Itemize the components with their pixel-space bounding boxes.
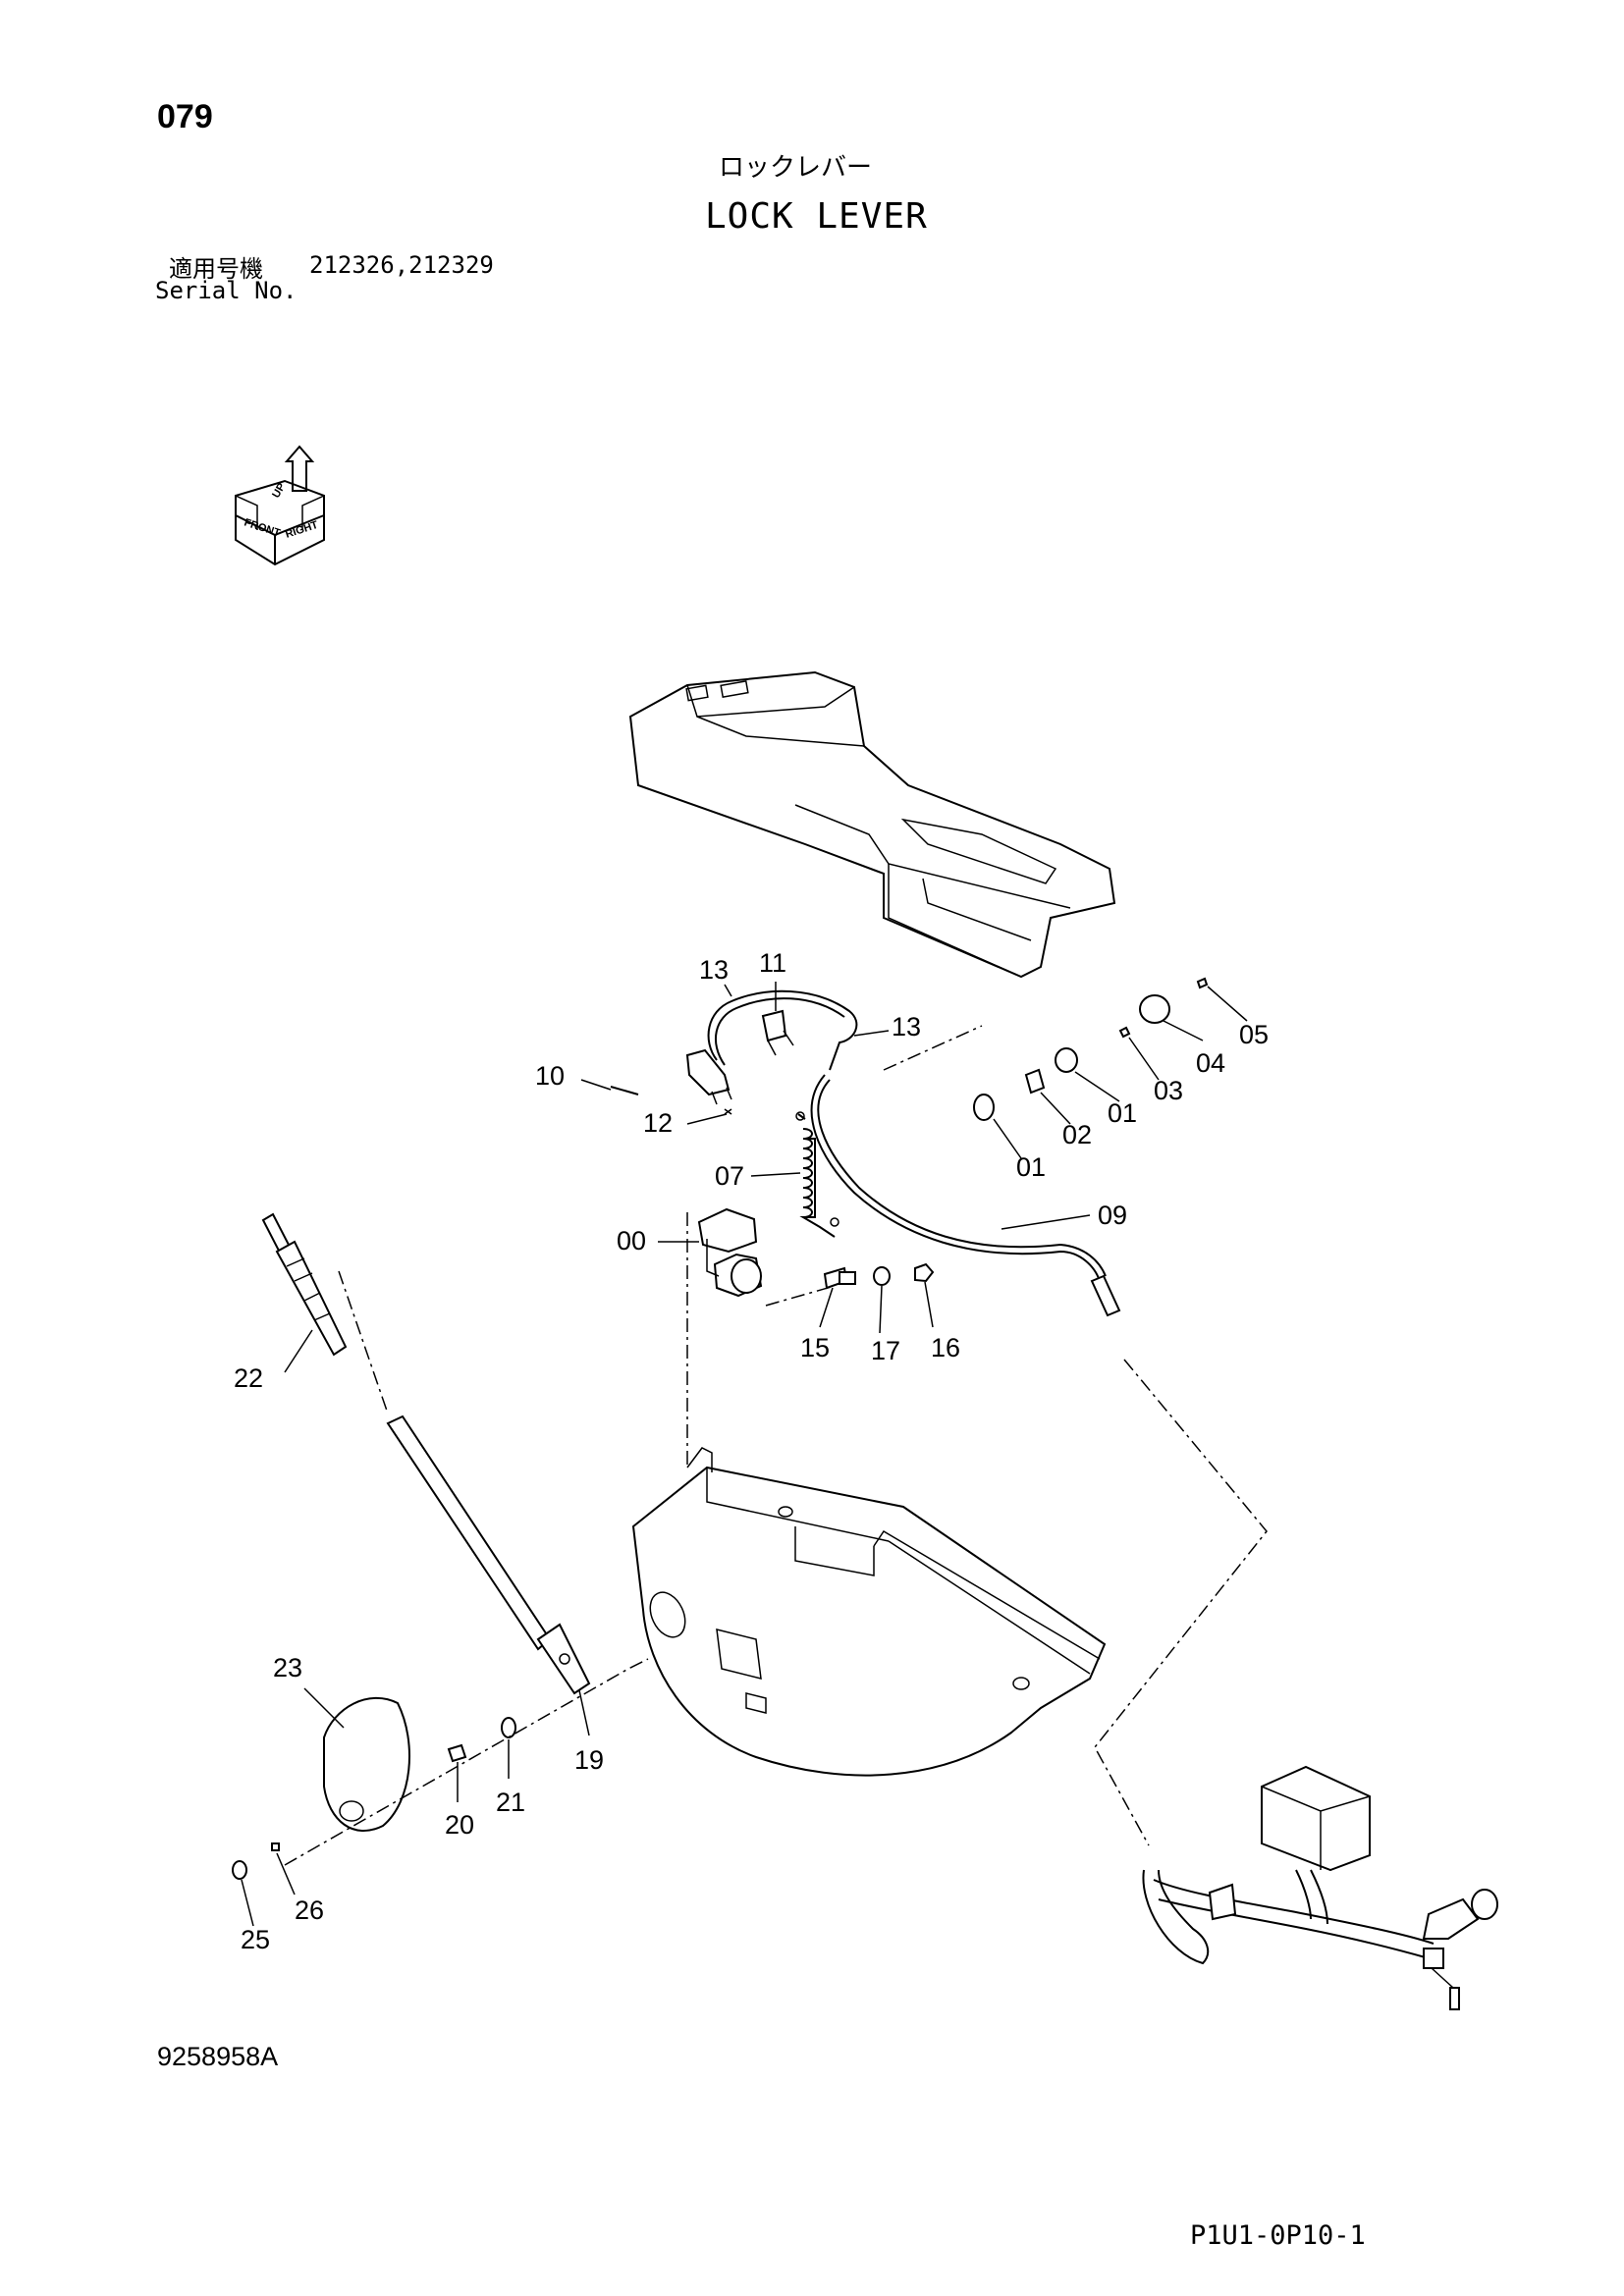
lower-console-housing: [631, 1447, 1107, 1777]
switch-bracket-assembly: [697, 1207, 763, 1298]
callout-04: 04: [1196, 1048, 1225, 1078]
serial-values: 212326,212329: [309, 251, 494, 279]
callout-25: 25: [241, 1925, 270, 1954]
upper-console-cover: [628, 670, 1116, 979]
callout-01-upper: 01: [1108, 1098, 1137, 1128]
callout-13-right: 13: [892, 1012, 921, 1041]
callout-09: 09: [1098, 1201, 1127, 1230]
callout-00: 00: [617, 1226, 646, 1255]
wire-harness: [610, 989, 858, 1115]
callout-03: 03: [1154, 1076, 1183, 1105]
pilot-valve-harness: [1142, 1765, 1498, 2010]
callout-leader-lines: [241, 982, 1248, 1927]
callout-13-upper: 13: [699, 955, 729, 985]
title-english: LOCK LEVER: [705, 196, 928, 237]
compass-front-label: FRONT: [243, 516, 282, 539]
control-cable: [810, 1074, 1121, 1317]
callout-16: 16: [931, 1333, 960, 1362]
callout-labels: 13 11 13 10 12 07 00 09 01 02 01 03 04 0…: [234, 948, 1269, 1954]
callout-01-lower: 01: [1016, 1152, 1046, 1182]
callout-11: 11: [759, 948, 786, 978]
callout-23: 23: [273, 1653, 302, 1682]
title-japanese: ロックレバー: [719, 153, 873, 183]
callout-02: 02: [1062, 1120, 1092, 1149]
callout-17: 17: [871, 1336, 900, 1365]
callout-21: 21: [496, 1788, 525, 1817]
lock-lever-rod: [261, 1212, 591, 1695]
lever-hardware: [232, 1717, 516, 1880]
callout-19: 19: [574, 1745, 604, 1775]
callout-26: 26: [295, 1896, 324, 1925]
drawing-number: 9258958A: [157, 2042, 279, 2071]
lever-knob-cap: [323, 1697, 410, 1832]
callout-22: 22: [234, 1363, 263, 1393]
callout-05: 05: [1239, 1020, 1269, 1049]
page-number: 079: [157, 98, 213, 135]
pivot-hardware: [973, 977, 1209, 1121]
serial-label-japanese: 適用号機: [169, 255, 263, 283]
callout-07: 07: [715, 1161, 744, 1191]
serial-label-english: Serial No.: [155, 277, 298, 304]
callout-15: 15: [800, 1333, 830, 1362]
orientation-compass-icon: UP FRONT RIGHT: [235, 445, 325, 566]
callout-10: 10: [535, 1061, 565, 1091]
bolt-washer-nut: [823, 1262, 935, 1290]
callout-12: 12: [643, 1108, 673, 1138]
callout-20: 20: [445, 1810, 474, 1840]
assembly-center-lines: [284, 1025, 1268, 1866]
page-code: P1U1-0P10-1: [1190, 2220, 1366, 2251]
return-spring: [795, 1111, 839, 1238]
